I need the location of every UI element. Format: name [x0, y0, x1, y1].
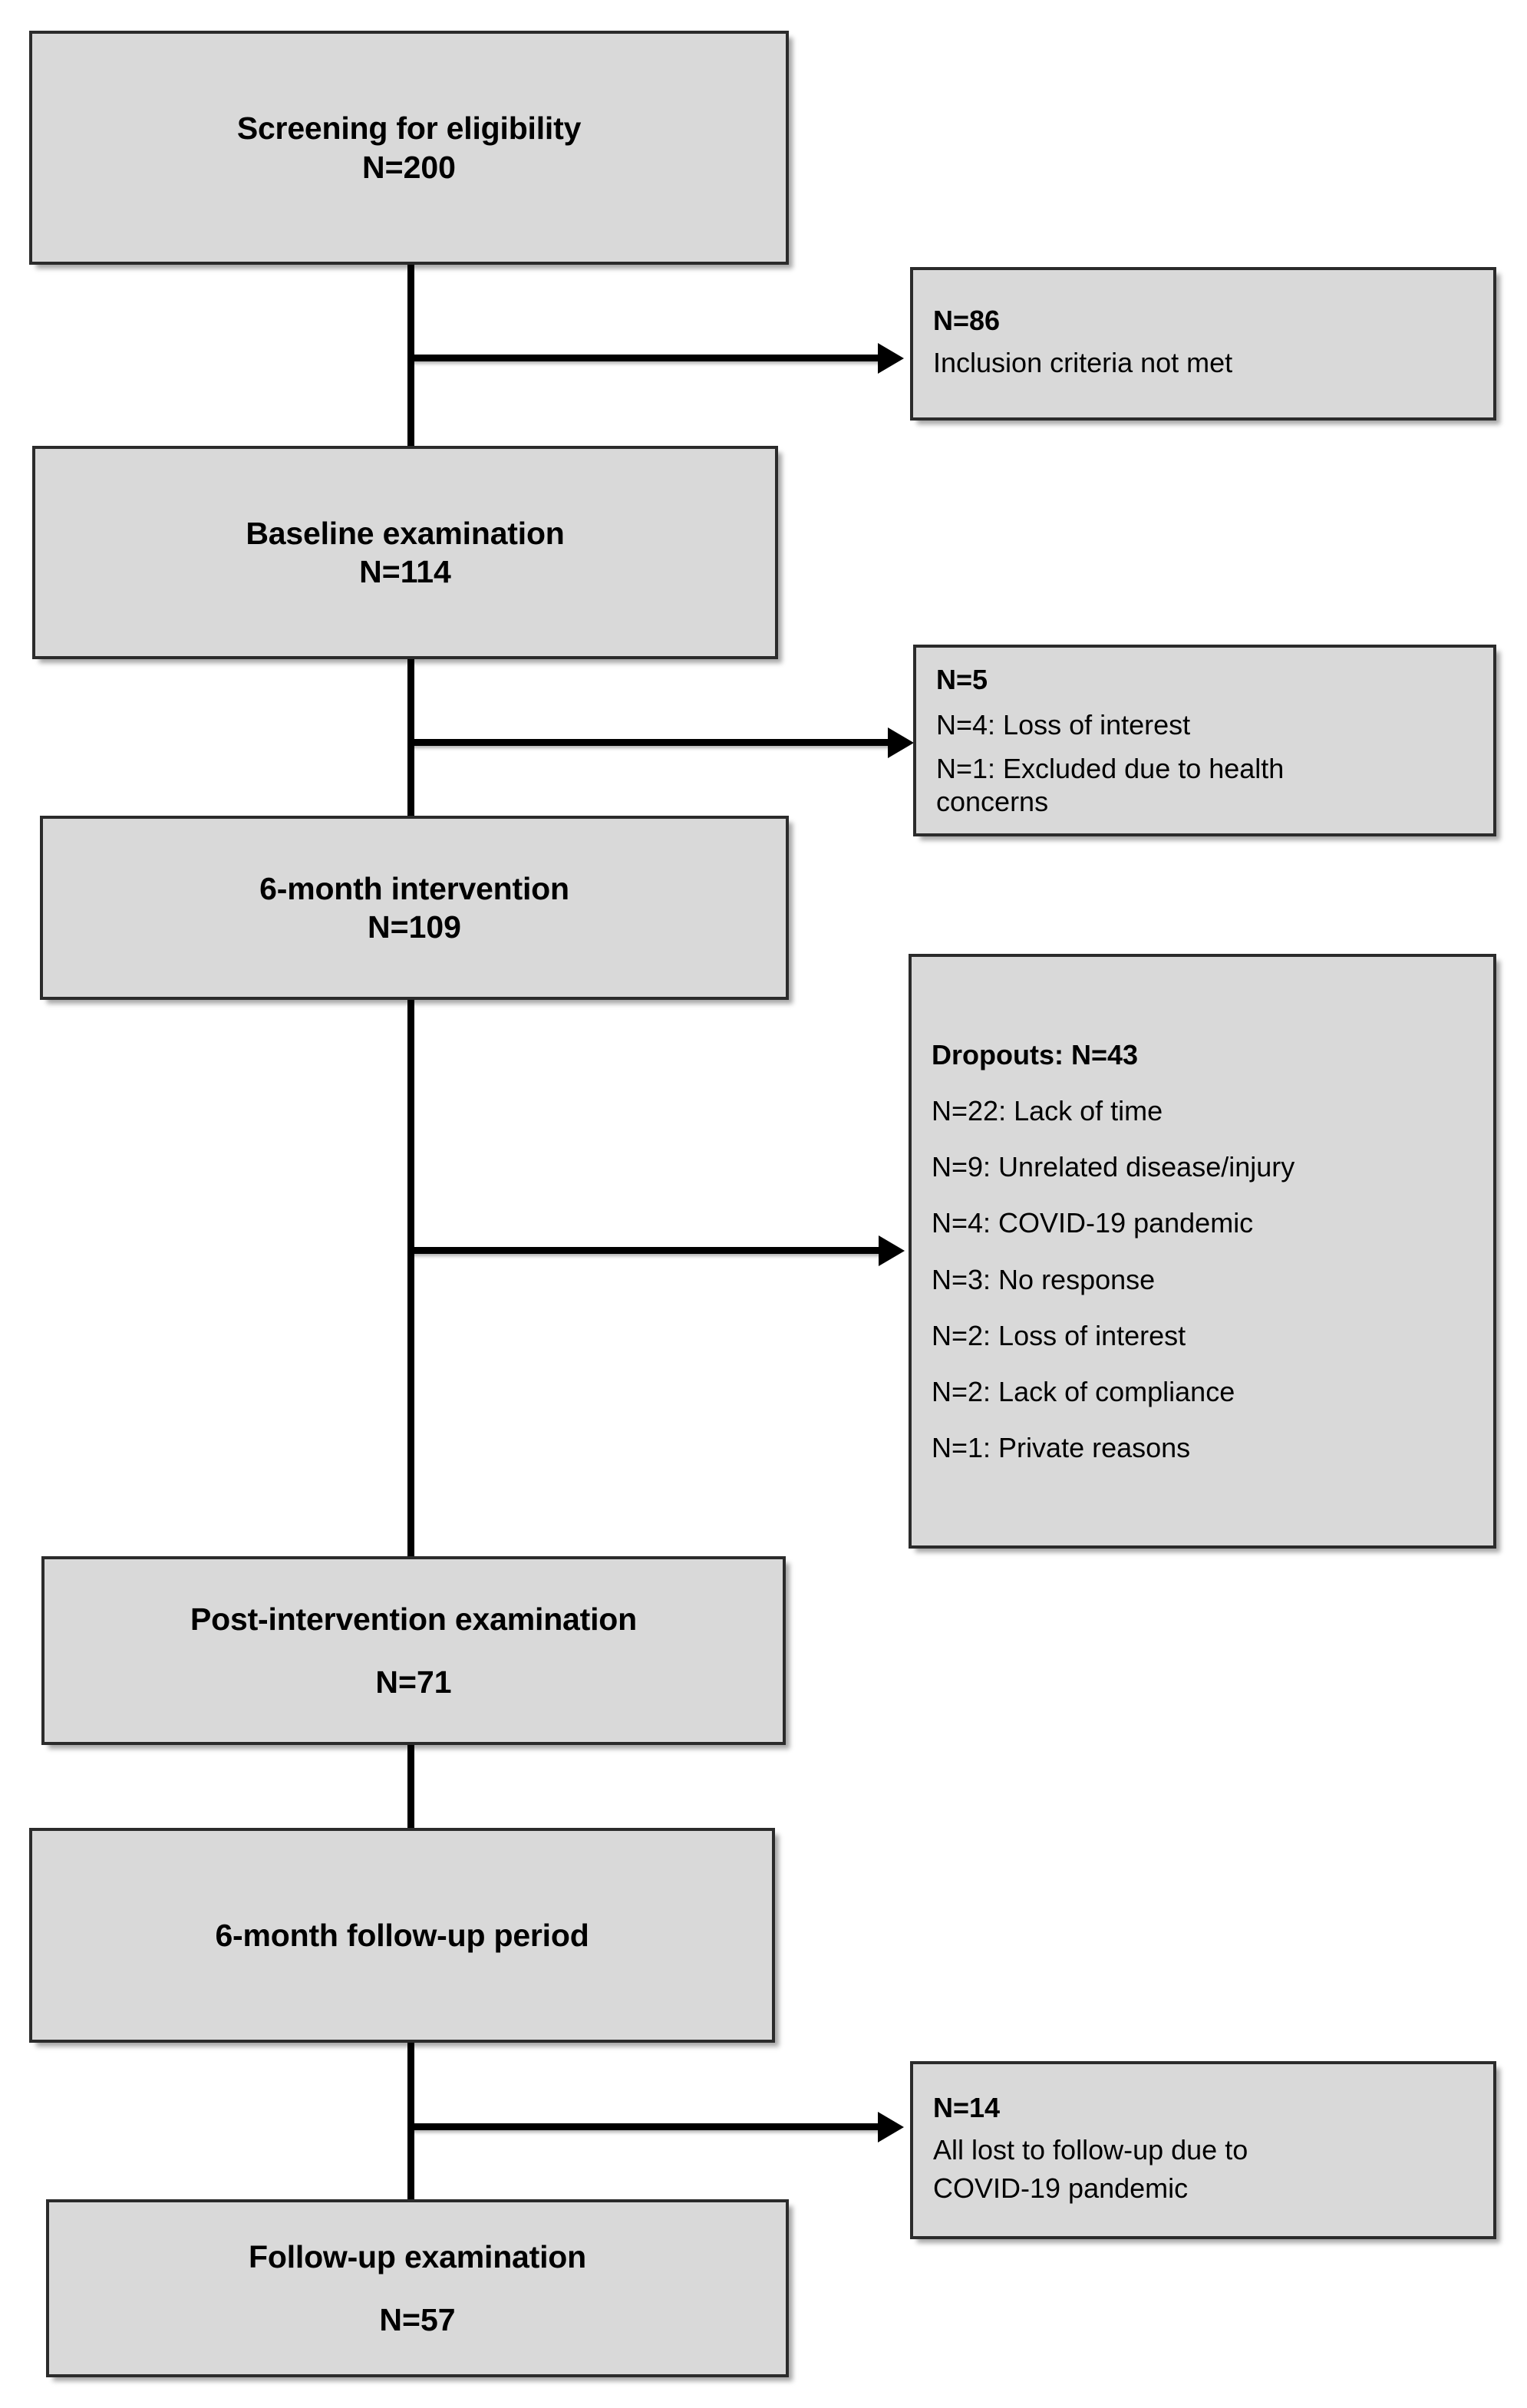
node-baseline-title: Baseline examination [246, 515, 565, 551]
dropouts-reason-5: N=2: Loss of interest [932, 1319, 1186, 1351]
lost-followup-reason-2: COVID-19 pandemic [933, 2172, 1189, 2204]
dropouts-reason-4: N=3: No response [932, 1263, 1156, 1295]
arrow-to-excluded-baseline [407, 739, 891, 746]
lost-followup-count: N=14 [933, 2092, 1001, 2124]
excluded-screening-reason-1: Inclusion criteria not met [933, 347, 1233, 378]
arrow-to-dropouts [407, 1247, 882, 1254]
dropouts-reason-7: N=1: Private reasons [932, 1432, 1191, 1464]
dropouts-reason-2: N=9: Unrelated disease/injury [932, 1151, 1295, 1183]
node-dropouts[interactable]: Dropouts: N=43 N=22: Lack of time N=9: U… [909, 954, 1496, 1549]
connector-intervention-to-post [407, 999, 414, 1559]
node-followup-period[interactable]: 6-month follow-up period [29, 1828, 775, 2043]
excluded-baseline-reason-2: N=1: Excluded due to health concerns [936, 753, 1285, 818]
excluded-baseline-reason-1: N=4: Loss of interest [936, 708, 1191, 741]
node-screening[interactable]: Screening for eligibility N=200 [29, 31, 789, 265]
node-followup-exam[interactable]: Follow-up examination N=57 [46, 2199, 789, 2377]
excluded-screening-count: N=86 [933, 304, 1001, 336]
dropouts-reason-6: N=2: Lack of compliance [932, 1375, 1235, 1407]
node-baseline[interactable]: Baseline examination N=114 [32, 446, 778, 659]
lost-followup-reason-1: All lost to follow-up due to [933, 2134, 1248, 2166]
node-intervention-title: 6-month intervention [259, 870, 569, 906]
node-post-intervention-title: Post-intervention examination [190, 1601, 637, 1637]
node-intervention[interactable]: 6-month intervention N=109 [40, 816, 789, 1000]
node-lost-followup[interactable]: N=14 All lost to follow-up due to COVID-… [910, 2061, 1496, 2239]
connector-post-to-followup-period [407, 1743, 414, 1828]
node-followup-exam-title: Follow-up examination [249, 2238, 586, 2274]
dropouts-reason-1: N=22: Lack of time [932, 1094, 1163, 1126]
node-excluded-screening[interactable]: N=86 Inclusion criteria not met [910, 267, 1496, 421]
arrow-to-excluded-screening [407, 355, 881, 361]
connector-screening-to-baseline [407, 262, 414, 446]
node-followup-exam-count: N=57 [379, 2302, 456, 2337]
node-screening-count: N=200 [362, 149, 456, 185]
arrow-to-lost-followup [407, 2123, 881, 2130]
connector-baseline-to-intervention [407, 658, 414, 816]
node-followup-period-title: 6-month follow-up period [215, 1917, 589, 1953]
dropouts-reason-3: N=4: COVID-19 pandemic [932, 1207, 1254, 1239]
excluded-baseline-count: N=5 [936, 663, 988, 695]
node-screening-title: Screening for eligibility [236, 111, 582, 147]
node-baseline-count: N=114 [359, 554, 451, 589]
dropouts-count: Dropouts: N=43 [932, 1038, 1139, 1070]
node-post-intervention[interactable]: Post-intervention examination N=71 [41, 1556, 786, 1745]
node-intervention-count: N=109 [368, 909, 461, 945]
connector-followupperiod-to-exam [407, 2041, 414, 2201]
node-excluded-baseline[interactable]: N=5 N=4: Loss of interest N=1: Excluded … [913, 645, 1496, 836]
node-post-intervention-count: N=71 [375, 1664, 452, 1700]
